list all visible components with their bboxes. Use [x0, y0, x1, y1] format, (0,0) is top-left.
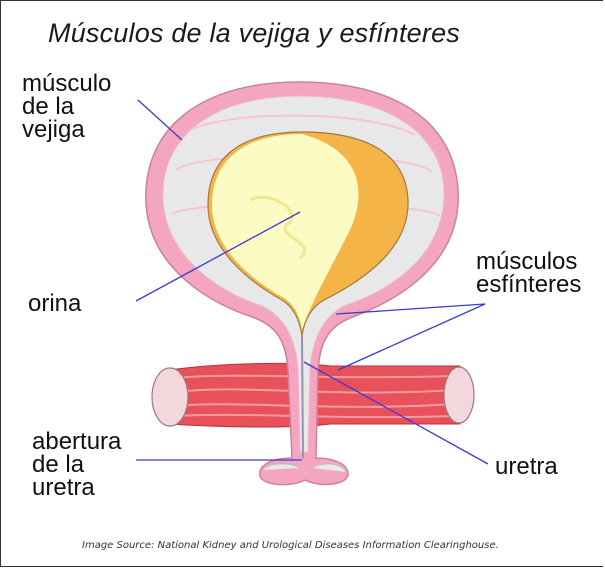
label-urethra: uretra	[495, 455, 558, 478]
leader-bladder-muscle	[138, 100, 182, 140]
label-bladder-muscle: músculo de la vejiga	[22, 72, 111, 141]
image-source-credit: Image Source: National Kidney and Urolog…	[82, 540, 499, 551]
label-sphincter-muscles: músculos esfínteres	[476, 250, 581, 296]
label-urine: orina	[28, 292, 81, 315]
muscle-end-right	[444, 367, 474, 423]
muscle-end-left	[152, 368, 188, 426]
urethra-channel	[302, 336, 303, 458]
label-urethral-opening: abertura de la uretra	[32, 430, 121, 499]
